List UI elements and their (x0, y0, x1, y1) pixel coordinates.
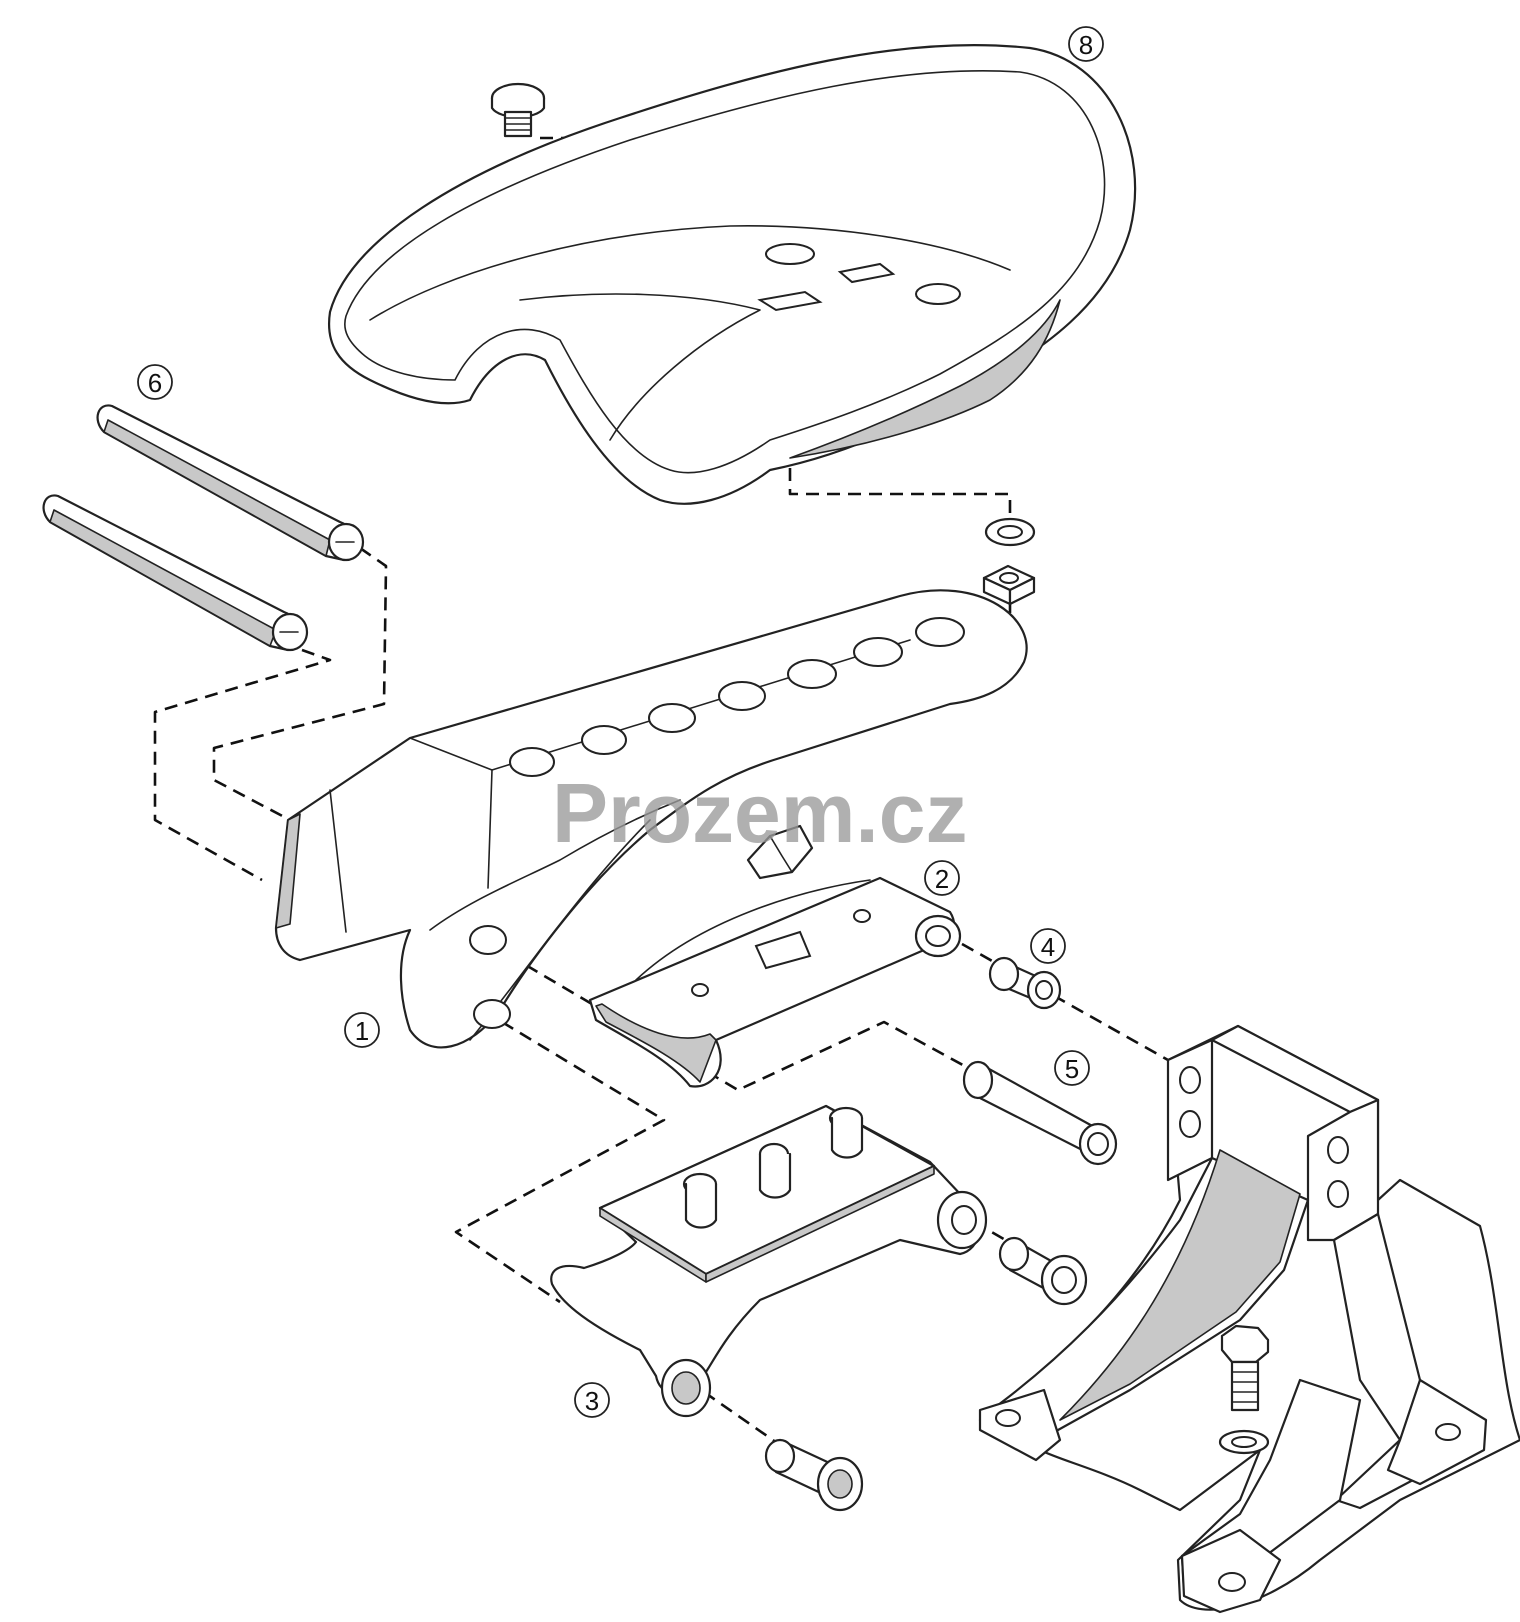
dash-2-to-bracket (961, 942, 1169, 1062)
main-arm-front-edge (487, 769, 493, 889)
callout-6: 6 (137, 364, 173, 400)
pin-upper (96, 404, 365, 562)
dash-hole-to-bushing5 (489, 942, 995, 1092)
callout-8: 8 (1068, 26, 1104, 62)
bracket-washer (1218, 1429, 1270, 1455)
bracket-gusset-shade (1059, 1149, 1301, 1421)
callout-6-label: 6 (148, 368, 162, 398)
spring-plate-body (588, 876, 956, 1088)
pin-lower (42, 494, 309, 652)
seat-pan-outer (327, 43, 1137, 505)
seat-round-hole-2 (915, 283, 961, 305)
small-bushing (988, 956, 1062, 1010)
dash-seat-to-washer (788, 468, 1012, 530)
main-arm-pivot-hole-1 (469, 925, 507, 955)
long-bushing (962, 1060, 1118, 1166)
dash-hole-to-arm3 (454, 1020, 666, 1304)
callout-8-label: 8 (1079, 30, 1093, 60)
main-arm-box-line (329, 789, 347, 933)
main-arm-curve-1 (429, 799, 681, 931)
seat-round-hole-1 (765, 243, 815, 265)
main-arm-body (274, 589, 1028, 1049)
spring-plate-slot (754, 930, 812, 970)
lower-arm (550, 1104, 988, 1418)
seat-pan-center-contour (519, 293, 761, 441)
carriage-bolt (490, 82, 546, 138)
seat-pan-inner-rim (344, 69, 1106, 474)
main-arm-side-shade (275, 813, 301, 929)
wedge-block (746, 824, 814, 880)
lower-arm-bushing-bottom (764, 1438, 864, 1512)
callout-1-label: 1 (355, 1016, 369, 1046)
main-arm-pivot-hole-2 (473, 999, 511, 1029)
seat-pan (327, 43, 1137, 505)
seat-pan-bowl-line (369, 225, 1011, 321)
seat-washer (984, 517, 1036, 547)
seat-square-hole-2 (837, 262, 896, 284)
hex-bolt (1220, 1324, 1270, 1412)
seat-pan-underside-shade (789, 299, 1061, 459)
callout-3: 3 (574, 1382, 610, 1418)
main-seat-arm (274, 589, 1028, 1049)
spring-plate-back-edge (635, 879, 871, 981)
callout-2-label: 2 (935, 864, 949, 894)
callout-4-label: 4 (1041, 932, 1055, 962)
dash-pin-bottom (153, 648, 332, 882)
callout-5-label: 5 (1065, 1054, 1079, 1084)
watermark-text: Prozem.cz (552, 766, 968, 860)
callout-4: 4 (1030, 928, 1066, 964)
callout-2: 2 (924, 860, 960, 896)
spring-plate (588, 876, 962, 1088)
bracket-left-foot (978, 1388, 1062, 1462)
mounting-bracket (978, 1024, 1520, 1614)
square-nut (982, 564, 1036, 606)
spring-plate-roll-shade (595, 1003, 717, 1083)
lower-arm-bushing-right (998, 1236, 1088, 1306)
seat-square-hole-1 (757, 290, 823, 312)
dash-pin-top (212, 546, 388, 822)
callout-1: 1 (344, 1012, 380, 1048)
callout-5: 5 (1054, 1050, 1090, 1086)
bracket-bottom-foot (1180, 1528, 1282, 1614)
callout-3-label: 3 (585, 1386, 599, 1416)
